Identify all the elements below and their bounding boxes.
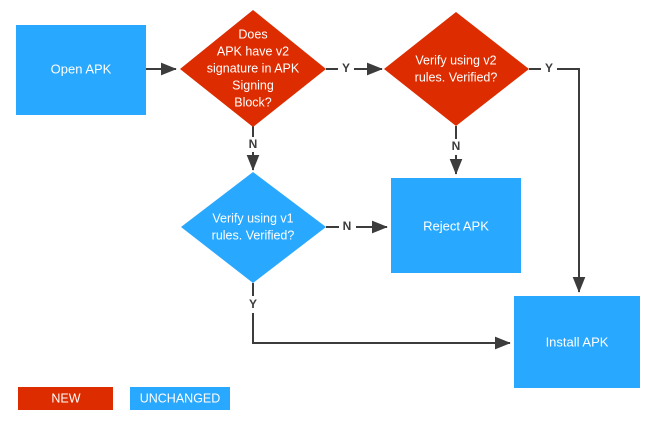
legend-new-label: NEW	[51, 391, 80, 405]
legend-unchanged-swatch	[130, 387, 230, 410]
edge-label-verify-v1-yes: Y	[249, 297, 257, 311]
node-verify-v1[interactable]: Verify using v1 rules. Verified?	[181, 172, 326, 283]
open-apk-shape	[16, 25, 146, 115]
node-reject-apk[interactable]: Reject APK	[391, 178, 521, 273]
has-v2-shape	[180, 10, 326, 127]
reject-apk-shape	[391, 178, 521, 273]
edge-label-verify-v2-yes: Y	[545, 61, 553, 75]
verify-v1-label-line-2: rules. Verified?	[212, 228, 295, 242]
legend-unchanged-label: UNCHANGED	[140, 391, 221, 405]
open-apk-label: Open APK	[51, 61, 112, 76]
edge-verify-v1-to-install-apk	[252, 313, 511, 350]
verify-v1-label-line-1: Verify using v1	[212, 211, 293, 225]
edge-verify-v2-to-install-apk	[557, 68, 586, 293]
edge-label-verify-v2-no: N	[452, 139, 461, 153]
legend-item-new: NEW	[18, 387, 113, 410]
edge-label-has-v2-yes: Y	[342, 61, 350, 75]
legend-item-unchanged: UNCHANGED	[130, 387, 230, 410]
has-v2-label-line-3: signature in APK	[207, 61, 300, 75]
verify-v2-label-line-2: rules. Verified?	[415, 70, 498, 84]
reject-apk-label: Reject APK	[423, 218, 489, 233]
edge-label-layer: Y N Y N N Y	[249, 61, 553, 311]
has-v2-label-line-4: Signing	[232, 78, 274, 92]
connector-layer	[146, 62, 586, 350]
node-open-apk[interactable]: Open APK	[16, 25, 146, 115]
legend-new-swatch	[18, 387, 113, 410]
verify-v1-shape	[181, 172, 326, 283]
node-install-apk[interactable]: Install APK	[514, 296, 640, 388]
has-v2-label-line-2: APK have v2	[217, 44, 289, 58]
node-has-v2[interactable]: Does APK have v2 signature in APK Signin…	[180, 10, 326, 127]
edge-label-has-v2-no: N	[249, 137, 258, 151]
has-v2-label-line-5: Block?	[234, 95, 272, 109]
has-v2-label-line-1: Does	[238, 27, 267, 41]
verify-v2-label-line-1: Verify using v2	[415, 53, 496, 67]
verify-v2-shape	[384, 12, 529, 126]
install-apk-shape	[514, 296, 640, 388]
legend: NEW UNCHANGED	[18, 387, 230, 410]
node-verify-v2[interactable]: Verify using v2 rules. Verified?	[384, 12, 529, 126]
edge-label-verify-v1-no: N	[343, 219, 352, 233]
install-apk-label: Install APK	[546, 334, 609, 349]
